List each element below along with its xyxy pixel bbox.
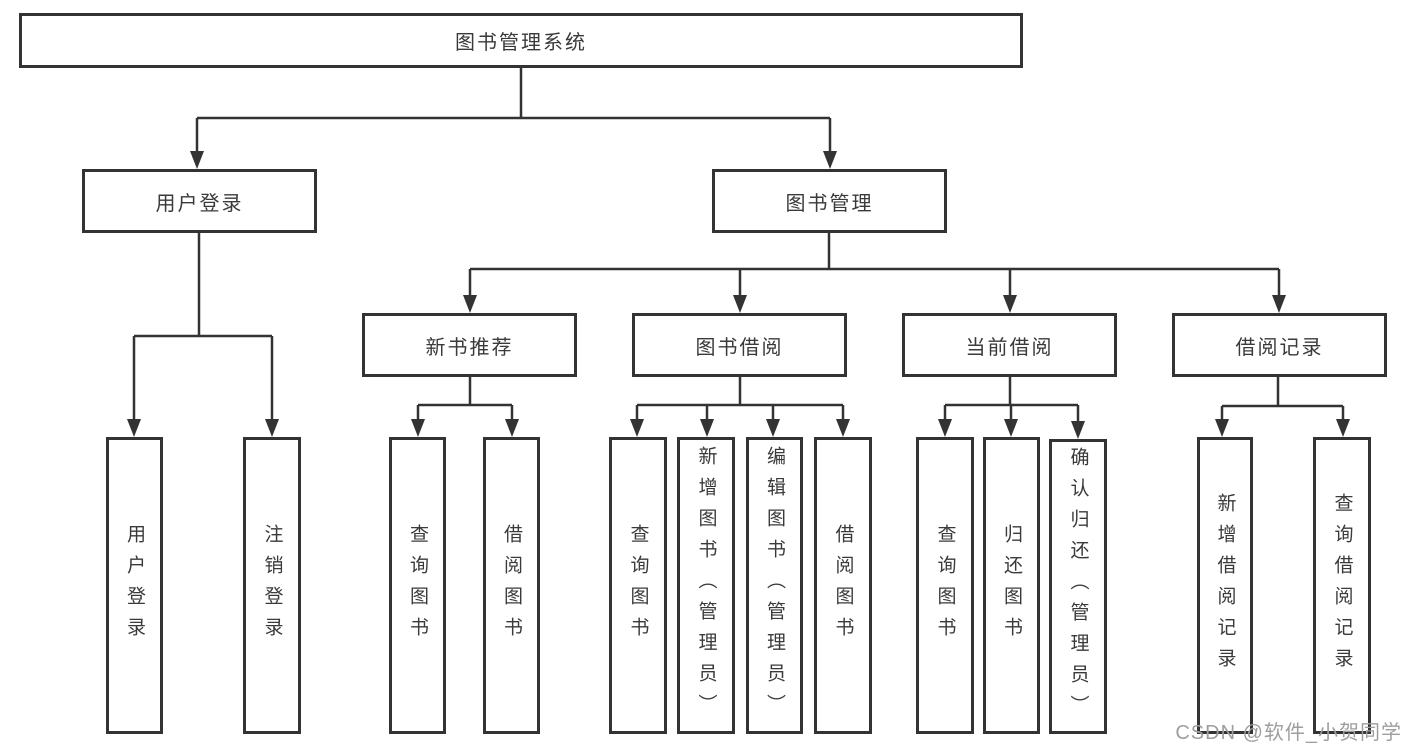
node-leaf-logout-label: 注销登录 — [261, 523, 283, 648]
node-borrow-record: 借阅记录 — [1172, 313, 1387, 377]
node-leaf-query-borrow-record-label: 查询借阅记录 — [1331, 492, 1353, 679]
node-new-book-recommend-label: 新书推荐 — [425, 336, 514, 359]
node-leaf-add-borrow-record-label: 新增借阅记录 — [1214, 492, 1236, 679]
node-leaf-query-book-recommend-label: 查询图书 — [407, 523, 428, 648]
node-leaf-edit-book-label: 编辑图书（管理员） — [764, 446, 785, 725]
node-book-management: 图书管理 — [712, 169, 947, 233]
node-root-label: 图书管理系统 — [455, 32, 587, 54]
connector-root — [195, 68, 832, 153]
node-current-borrow-label: 当前借阅 — [965, 336, 1054, 359]
node-book-management-label: 图书管理 — [785, 192, 874, 215]
node-book-borrow: 图书借阅 — [632, 313, 847, 377]
node-leaf-borrow-book-recommend: 借阅图书 — [483, 437, 540, 734]
connector-current-borrow — [943, 377, 1080, 423]
node-user-login: 用户登录 — [82, 169, 317, 233]
watermark: CSDN @软件_小贺同学 — [1175, 722, 1402, 744]
node-leaf-query-book-current-label: 查询图书 — [934, 523, 956, 648]
connector-book-management — [468, 233, 1281, 297]
node-leaf-query-book-current: 查询图书 — [916, 437, 974, 734]
arrowheads — [127, 151, 1350, 439]
node-leaf-query-book-recommend: 查询图书 — [389, 437, 446, 734]
node-leaf-logout: 注销登录 — [243, 437, 301, 734]
node-leaf-borrow-book-label: 借阅图书 — [832, 523, 854, 648]
node-borrow-record-label: 借阅记录 — [1235, 336, 1324, 359]
node-book-borrow-label: 图书借阅 — [695, 336, 784, 359]
node-leaf-return-book-label: 归还图书 — [1001, 523, 1022, 648]
node-leaf-user-login-label: 用户登录 — [124, 523, 145, 648]
node-leaf-confirm-return: 确认归还（管理员） — [1049, 439, 1107, 734]
node-leaf-return-book: 归还图书 — [983, 437, 1040, 734]
node-leaf-add-borrow-record: 新增借阅记录 — [1197, 437, 1253, 734]
node-leaf-user-login: 用户登录 — [106, 437, 163, 734]
node-leaf-query-borrow-record: 查询借阅记录 — [1313, 437, 1371, 734]
connector-borrow-record — [1220, 377, 1345, 421]
connector-new-book-recommend — [416, 377, 514, 421]
node-leaf-edit-book: 编辑图书（管理员） — [746, 437, 803, 734]
node-new-book-recommend: 新书推荐 — [362, 313, 577, 377]
node-leaf-query-book-borrow-label: 查询图书 — [627, 523, 649, 648]
node-leaf-borrow-book-recommend-label: 借阅图书 — [501, 523, 522, 648]
node-current-borrow: 当前借阅 — [902, 313, 1117, 377]
connector-book-borrow — [635, 377, 845, 421]
node-leaf-query-book-borrow: 查询图书 — [609, 437, 667, 734]
node-leaf-borrow-book: 借阅图书 — [814, 437, 872, 734]
connector-user-login — [132, 233, 274, 421]
node-leaf-add-book-label: 新增图书（管理员） — [695, 446, 717, 725]
node-leaf-add-book: 新增图书（管理员） — [677, 437, 735, 734]
node-root: 图书管理系统 — [19, 13, 1023, 68]
node-user-login-label: 用户登录 — [155, 192, 244, 215]
node-leaf-confirm-return-label: 确认归还（管理员） — [1067, 447, 1089, 726]
